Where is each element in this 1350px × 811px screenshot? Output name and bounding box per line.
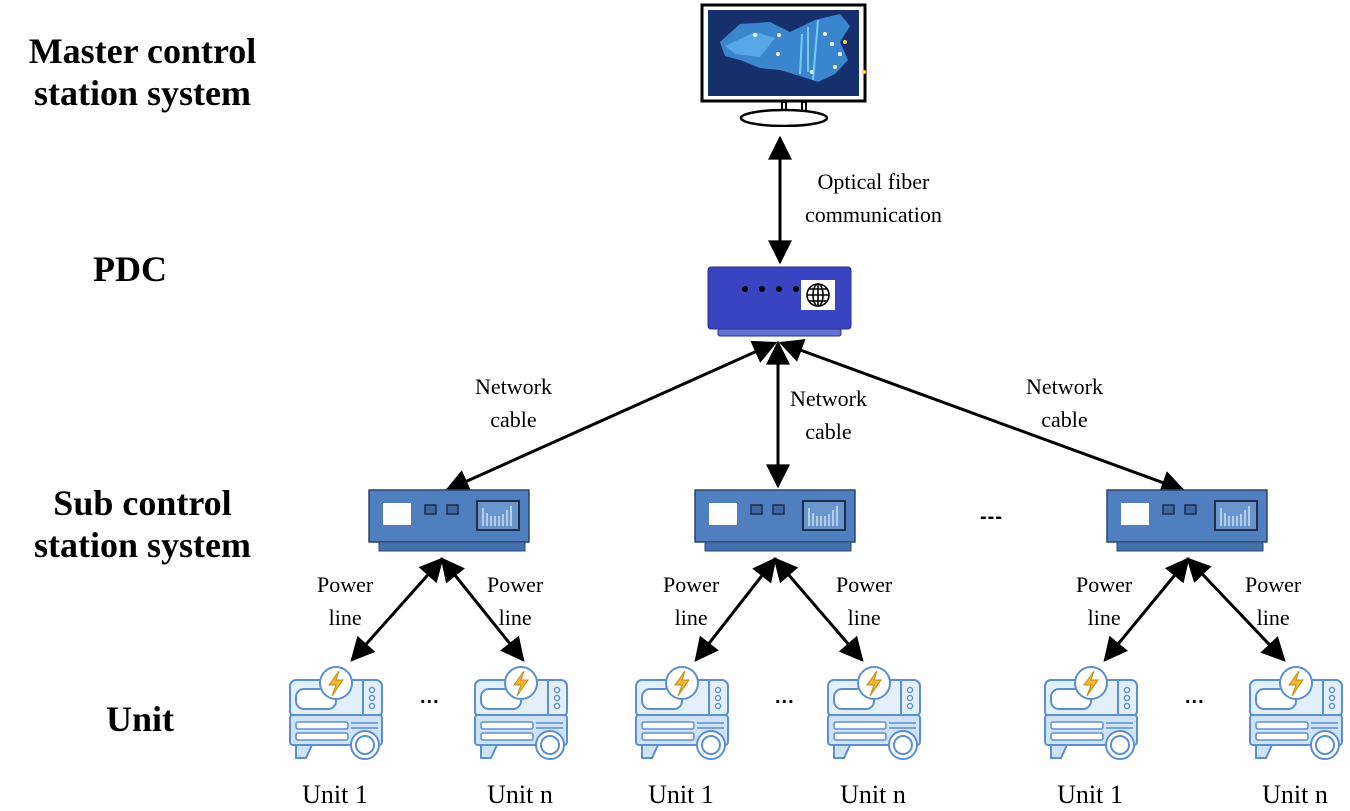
label-power-3b-line1: Power [1245,572,1302,597]
label-network-right-line2: cable [1041,407,1088,432]
label-power-1a-line2: line [328,605,362,630]
unit-label: Unit 1 [648,780,714,809]
generator-unit [1043,665,1138,765]
tier-label-pdc: PDC [40,248,220,290]
label-power-1a: Power line [317,568,373,634]
arrow-network-left [444,340,778,493]
generator-unit [634,665,729,765]
label-fiber-line1: Optical fiber [817,169,930,194]
generator-unit-n-group2-icon [827,666,921,760]
tier-label-sub: Sub control station system [0,482,285,566]
label-power-1a-line1: Power [317,572,374,597]
label-network-left: Network cable [475,370,552,436]
pdc-device-icon [707,266,852,337]
tier-label-unit-text: Unit [105,699,174,739]
generator-unit [473,665,568,765]
label-network-center: Network cable [790,382,867,448]
label-power-1b-line1: Power [487,572,544,597]
unit-ellipsis: ... [775,686,795,708]
arrow-power-3b [1186,557,1286,662]
label-network-left-line2: cable [490,407,537,432]
generator-unit [826,665,921,765]
sub-station-device-2 [694,489,856,552]
label-power-3a-line1: Power [1076,572,1133,597]
generator-unit-1-group1-icon [289,666,383,760]
label-network-right: Network cable [1026,370,1103,436]
generator-unit-1-group3-icon [1044,666,1138,760]
sub-station-ellipsis: --- [980,506,1003,528]
arrow-power-3a [1103,557,1190,662]
arrow-network-right [778,339,1186,494]
label-network-center-line1: Network [790,386,867,411]
lightning-bolt-icon [674,670,690,697]
label-power-1b: Power line [487,568,543,634]
arrow-power-1b [440,557,525,662]
generator-unit-1-group2-icon [635,666,729,760]
generator-unit-n-group1-icon [474,666,568,760]
label-network-center-line2: cable [805,419,852,444]
lightning-bolt-icon [1288,670,1304,697]
tier-label-master-line1: Master control [28,31,257,71]
arrow-power-1a [350,557,444,662]
generator-unit [1248,665,1343,765]
tier-label-sub-line2: station system [34,525,251,565]
lightning-bolt-icon [1083,670,1099,697]
globe-icon [806,283,830,307]
tier-label-unit: Unit [50,698,230,740]
lightning-bolt-icon [328,670,344,697]
label-power-2b-line2: line [847,605,881,630]
unit-label: Unit n [1262,780,1328,809]
unit-label: Unit 1 [302,780,368,809]
lightning-bolt-icon [866,670,882,697]
unit-ellipsis: ... [1185,686,1205,708]
tier-label-master-line2: station system [34,73,251,113]
sub-station-device-1 [368,489,530,552]
arrow-power-2b [773,557,864,662]
unit-ellipsis: ... [420,686,440,708]
label-power-2b-line1: Power [836,572,893,597]
label-power-2a: Power line [663,568,719,634]
label-power-3b: Power line [1245,568,1301,634]
unit-label: Unit 1 [1057,780,1123,809]
label-power-3a-line2: line [1087,605,1121,630]
label-power-3a: Power line [1076,568,1132,634]
label-power-2b: Power line [836,568,892,634]
tier-label-master: Master control station system [0,0,285,114]
generator-unit-n-group3-icon [1249,666,1343,760]
generator-unit [288,665,383,765]
arrow-power-2a [694,557,777,662]
lightning-bolt-icon [513,670,529,697]
label-fiber-line2: communication [805,202,942,227]
tier-label-pdc-text: PDC [93,249,167,289]
label-power-3b-line2: line [1256,605,1290,630]
unit-label: Unit n [840,780,906,809]
sub-station-device-3 [1106,489,1268,552]
tier-label-sub-line1: Sub control [53,483,232,523]
unit-label: Unit n [487,780,553,809]
label-fiber: Optical fiber communication [805,165,942,231]
master-monitor-icon [700,3,867,127]
label-power-2a-line2: line [674,605,708,630]
label-power-1b-line2: line [498,605,532,630]
label-power-2a-line1: Power [663,572,720,597]
label-network-left-line1: Network [475,374,552,399]
label-network-right-line1: Network [1026,374,1103,399]
